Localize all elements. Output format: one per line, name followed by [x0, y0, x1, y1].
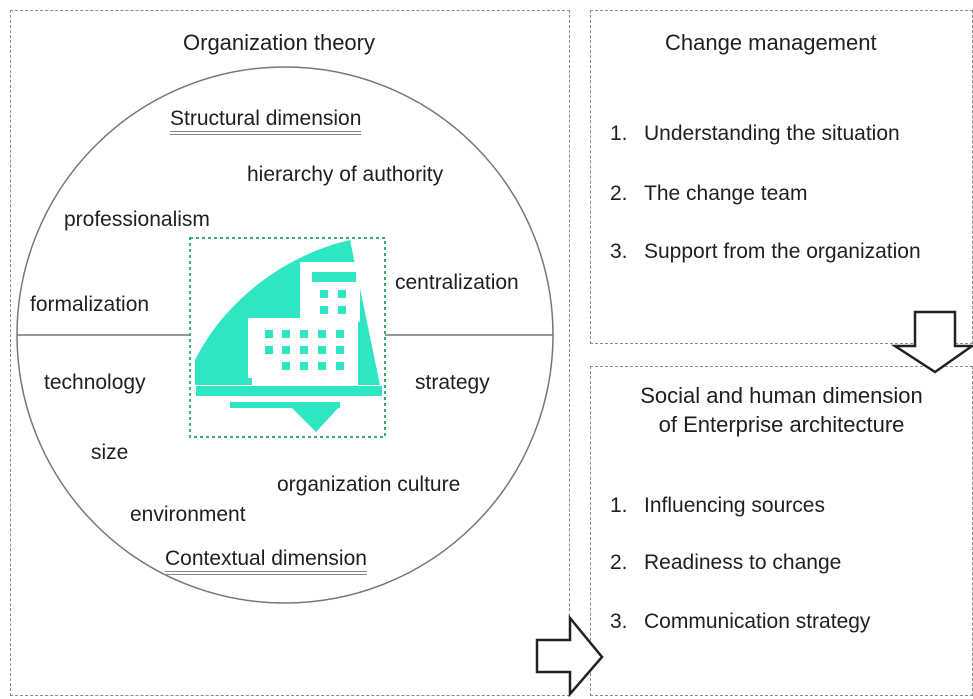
contextual-dimension-heading: Contextual dimension — [165, 547, 367, 576]
social-human-title-line2: of Enterprise architecture — [658, 412, 905, 437]
term-professionalism: professionalism — [64, 208, 210, 231]
organization-theory-title: Organization theory — [183, 30, 375, 55]
list-item: 2. Readiness to change — [610, 551, 841, 575]
list-number: 1. — [610, 122, 628, 145]
list-label: Readiness to change — [644, 551, 842, 574]
organization-theory-panel — [10, 10, 570, 696]
term-size: size — [91, 441, 129, 464]
arrow-down-icon — [290, 406, 340, 432]
list-label: The change team — [644, 182, 808, 205]
term-organization-culture: organization culture — [277, 473, 461, 496]
list-label: Support from the organization — [644, 240, 921, 263]
list-number: 1. — [610, 494, 628, 517]
term-technology: technology — [44, 371, 146, 394]
list-number: 2. — [610, 182, 628, 205]
term-centralization: centralization — [395, 271, 519, 294]
list-item: 2. The change team — [610, 182, 807, 206]
list-label: Influencing sources — [644, 494, 825, 517]
term-hierarchy: hierarchy of authority — [247, 163, 444, 186]
arrow-down-icon — [890, 310, 973, 374]
list-item: 3. Support from the organization — [610, 240, 921, 264]
change-management-title: Change management — [665, 30, 877, 55]
building-icon — [195, 240, 382, 432]
term-strategy: strategy — [415, 371, 490, 394]
list-number: 3. — [610, 610, 628, 633]
structural-dimension-heading: Structural dimension — [170, 107, 362, 136]
social-human-title-line1: Social and human dimension — [640, 383, 923, 408]
list-item: 1. Influencing sources — [610, 494, 825, 518]
list-label: Communication strategy — [644, 610, 871, 633]
term-formalization: formalization — [30, 293, 150, 316]
list-item: 1. Understanding the situation — [610, 122, 900, 146]
list-number: 3. — [610, 240, 628, 263]
term-environment: environment — [130, 503, 246, 526]
list-number: 2. — [610, 551, 628, 574]
list-item: 3. Communication strategy — [610, 610, 870, 634]
arrow-right-icon — [535, 614, 604, 698]
list-label: Understanding the situation — [644, 122, 900, 145]
